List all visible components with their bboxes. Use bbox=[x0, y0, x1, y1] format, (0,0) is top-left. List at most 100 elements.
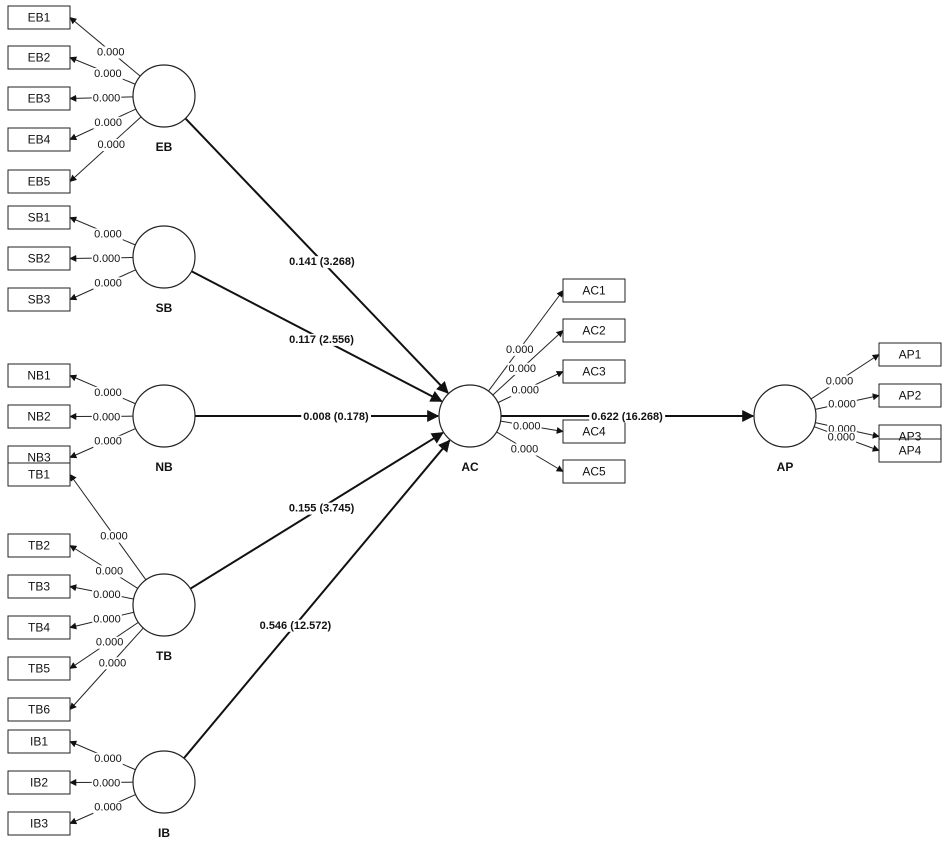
loading-value-ap4: 0.000 bbox=[828, 432, 856, 444]
construct-label-sb: SB bbox=[156, 301, 173, 315]
loading-value-eb1: 0.000 bbox=[97, 47, 125, 59]
loading-value-nb3: 0.000 bbox=[94, 436, 122, 448]
indicator-box-ac3 bbox=[562, 359, 626, 384]
loading-value-bg bbox=[92, 613, 122, 626]
loading-value-tb5: 0.000 bbox=[96, 637, 124, 649]
path-coefficient-bg bbox=[257, 619, 334, 632]
indicator-box-sb2 bbox=[7, 246, 71, 271]
indicator-box-tb5 bbox=[7, 656, 71, 681]
indicator-box-tb2 bbox=[7, 533, 71, 558]
indicator-label-ac1: AC1 bbox=[582, 284, 606, 298]
loading-value-ap2: 0.000 bbox=[828, 399, 856, 411]
indicator-label-sb1: SB1 bbox=[28, 211, 51, 225]
construct-eb bbox=[132, 64, 196, 128]
indicator-label-eb1: EB1 bbox=[28, 11, 51, 25]
indicator-label-ib2: IB2 bbox=[30, 776, 48, 790]
path-coefficient-bg bbox=[301, 411, 371, 423]
loading-value-nb1: 0.000 bbox=[94, 387, 122, 399]
indicator-label-ac2: AC2 bbox=[582, 324, 606, 338]
loading-value-eb2: 0.000 bbox=[94, 68, 122, 80]
loading-value-bg bbox=[97, 657, 128, 670]
path-coefficient-eb-ac: 0.141 (3.268) bbox=[289, 256, 355, 268]
loading-value-bg bbox=[512, 420, 542, 433]
loading-value-ib1: 0.000 bbox=[94, 753, 122, 765]
indicator-box-ib1 bbox=[7, 729, 71, 754]
loading-value-bg bbox=[93, 752, 123, 765]
path-coefficient-ac-ap: 0.622 (16.268) bbox=[591, 411, 663, 423]
loading-arrow-ac1 bbox=[488, 289, 564, 392]
path-coefficient-nb-ac: 0.008 (0.178) bbox=[303, 411, 369, 423]
indicator-label-tb3: TB3 bbox=[28, 580, 50, 594]
indicator-box-tb1 bbox=[7, 462, 71, 487]
indicator-box-ac1 bbox=[562, 278, 626, 303]
loading-arrow-ac2 bbox=[492, 330, 564, 396]
indicator-label-ap2: AP2 bbox=[899, 389, 922, 403]
loading-value-bg bbox=[93, 228, 123, 241]
loading-value-bg bbox=[95, 46, 126, 59]
indicator-box-tb6 bbox=[7, 697, 71, 722]
loading-value-tb6: 0.000 bbox=[99, 657, 127, 669]
loading-value-ib3: 0.000 bbox=[94, 802, 122, 814]
indicator-label-ib1: IB1 bbox=[30, 735, 48, 749]
loading-value-bg bbox=[93, 116, 123, 129]
path-coefficient-ib-ac: 0.546 (12.572) bbox=[260, 620, 332, 632]
indicator-label-eb3: EB3 bbox=[28, 92, 51, 106]
loading-value-sb3: 0.000 bbox=[94, 277, 122, 289]
loading-value-bg bbox=[507, 362, 538, 375]
loading-value-tb1: 0.000 bbox=[100, 531, 128, 543]
construct-label-ib: IB bbox=[158, 826, 170, 840]
indicator-box-nb1 bbox=[7, 363, 71, 388]
indicator-box-ap1 bbox=[878, 342, 942, 367]
construct-label-nb: NB bbox=[155, 460, 173, 474]
loading-value-sb1: 0.000 bbox=[94, 228, 122, 240]
indicator-label-ac5: AC5 bbox=[582, 465, 606, 479]
construct-ac bbox=[438, 384, 502, 448]
indicator-box-eb3 bbox=[7, 86, 71, 111]
loading-value-eb5: 0.000 bbox=[97, 139, 125, 151]
loading-value-tb4: 0.000 bbox=[93, 614, 121, 626]
indicator-label-tb2: TB2 bbox=[28, 539, 50, 553]
indicator-box-ac2 bbox=[562, 318, 626, 343]
construct-ap bbox=[753, 384, 817, 448]
construct-label-tb: TB bbox=[156, 649, 172, 663]
construct-label-ap: AP bbox=[777, 460, 794, 474]
indicator-box-eb1 bbox=[7, 5, 71, 30]
indicator-box-ap2 bbox=[878, 383, 942, 408]
indicator-label-nb1: NB1 bbox=[27, 369, 51, 383]
loading-value-sb2: 0.000 bbox=[93, 253, 121, 265]
indicator-label-ap1: AP1 bbox=[899, 348, 922, 362]
loading-value-bg bbox=[509, 443, 540, 456]
indicator-box-eb2 bbox=[7, 45, 71, 70]
loading-value-bg bbox=[93, 68, 123, 81]
loading-value-bg bbox=[504, 343, 535, 356]
loading-value-bg bbox=[93, 801, 123, 814]
construct-tb bbox=[132, 573, 196, 637]
loading-value-bg bbox=[94, 636, 125, 649]
loading-value-ac4: 0.000 bbox=[513, 420, 541, 432]
loading-value-bg bbox=[92, 588, 122, 601]
loading-value-bg bbox=[93, 277, 123, 290]
loading-value-ib2: 0.000 bbox=[93, 777, 121, 789]
loading-value-bg bbox=[826, 431, 857, 444]
indicator-label-ac3: AC3 bbox=[582, 365, 606, 379]
indicator-label-ac4: AC4 bbox=[582, 425, 606, 439]
indicator-label-eb5: EB5 bbox=[28, 175, 51, 189]
indicator-box-eb4 bbox=[7, 127, 71, 152]
loading-value-tb2: 0.000 bbox=[96, 565, 124, 577]
indicator-label-tb6: TB6 bbox=[28, 703, 50, 717]
indicator-label-sb3: SB3 bbox=[28, 293, 51, 307]
indicator-label-ib3: IB3 bbox=[30, 817, 48, 831]
indicator-label-tb5: TB5 bbox=[28, 662, 50, 676]
indicator-box-ib2 bbox=[7, 770, 71, 795]
indicator-box-sb1 bbox=[7, 205, 71, 230]
indicator-box-tb3 bbox=[7, 574, 71, 599]
indicator-label-sb2: SB2 bbox=[28, 252, 51, 266]
indicator-label-eb4: EB4 bbox=[28, 133, 51, 147]
loading-value-bg bbox=[94, 565, 125, 578]
path-coefficient-bg bbox=[287, 256, 357, 269]
indicator-label-eb2: EB2 bbox=[28, 51, 51, 65]
loading-value-bg bbox=[93, 435, 123, 448]
loading-value-eb3: 0.000 bbox=[93, 93, 121, 105]
construct-label-eb: EB bbox=[156, 140, 173, 154]
